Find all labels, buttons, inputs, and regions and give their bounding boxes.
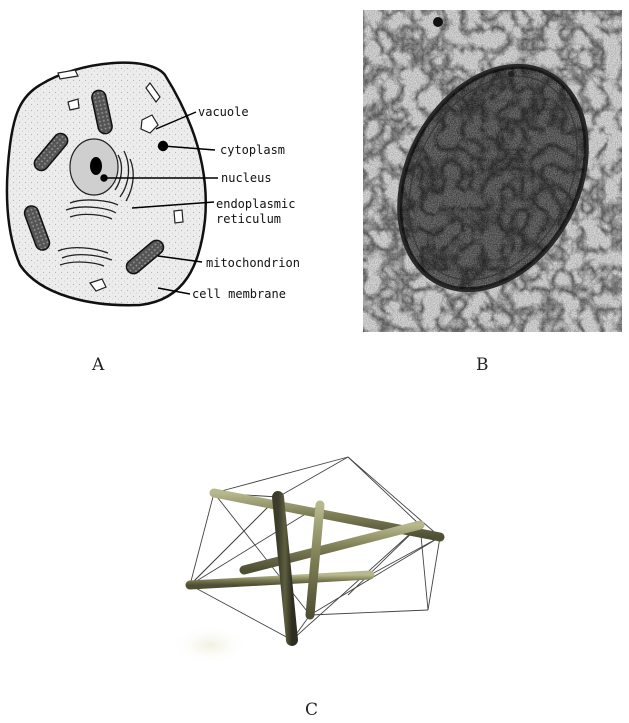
label-cytoplasm: cytoplasm: [220, 143, 285, 157]
er-shape: [57, 150, 134, 267]
nucleus-shape: [69, 138, 119, 196]
label-er-line2: reticulum: [216, 212, 281, 226]
cell-diagram: vacuole cytoplasm nucleus endoplasmic re…: [0, 55, 340, 325]
compression-struts: [185, 451, 445, 646]
panel-letter-b: B: [476, 355, 489, 375]
mitochondria: [23, 89, 165, 275]
cell-micrograph: [363, 10, 622, 332]
label-nucleus: nucleus: [221, 171, 272, 185]
label-pointers: [100, 111, 218, 295]
vacuoles: [57, 69, 184, 292]
panel-letter-c: C: [305, 700, 319, 720]
label-cell-membrane: cell membrane: [192, 287, 286, 301]
label-mitochondrion: mitochondrion: [206, 256, 300, 270]
label-vacuole: vacuole: [198, 105, 249, 119]
panel-letter-a: A: [92, 355, 105, 375]
tension-cables: [189, 456, 441, 641]
tensegrity-model: [170, 445, 460, 665]
label-er-line1: endoplasmic: [216, 197, 295, 211]
